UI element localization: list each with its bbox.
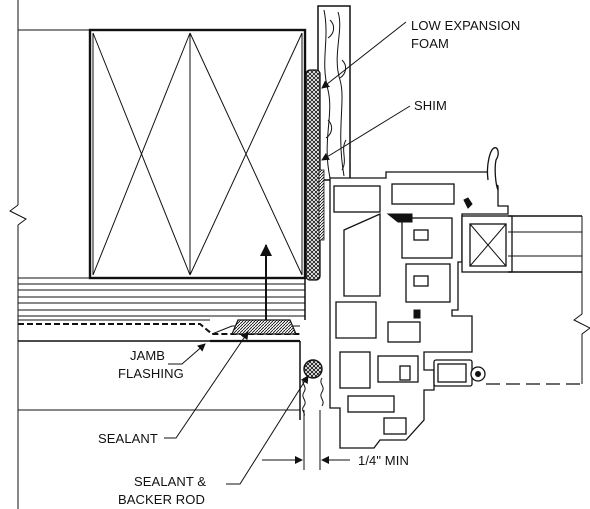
sash-hardware — [433, 359, 582, 387]
label-gap-dimension: 1/4" MIN — [358, 453, 409, 468]
sill-plates — [18, 30, 306, 320]
shim — [318, 169, 325, 241]
leader-shim — [321, 105, 411, 161]
leader-sealant — [164, 331, 249, 439]
fastener-arrow — [260, 244, 272, 325]
label-sealant: SEALANT — [98, 431, 158, 446]
lower-wall — [17, 341, 301, 509]
backer-rod-and-sealant — [302, 359, 324, 417]
glazing-bead — [413, 309, 421, 319]
wood-framing-block — [88, 28, 307, 280]
label-low-expansion-foam-line2: FOAM — [411, 36, 449, 51]
leader-sealant-backer-rod — [226, 375, 309, 485]
label-low-expansion-foam-line1: LOW EXPANSION — [411, 18, 520, 33]
label-jamb-flashing-line2: FLASHING — [118, 366, 184, 381]
glazing-wedge — [386, 213, 413, 223]
wood-buck — [317, 5, 351, 181]
leader-jamb-flashing — [168, 343, 206, 365]
label-shim: SHIM — [414, 98, 447, 113]
low-expansion-foam — [305, 69, 321, 281]
label-sealant-backer-line1: SEALANT & — [134, 474, 206, 489]
label-jamb-flashing-line1: JAMB — [130, 348, 165, 363]
leader-low-expansion-foam — [321, 21, 407, 89]
gap-dimension — [262, 410, 350, 470]
window-frame-profile — [329, 147, 509, 449]
label-sealant-backer-line2: BACKER ROD — [118, 492, 205, 507]
jamb-flashing — [18, 323, 300, 343]
weather-strip — [463, 197, 473, 209]
sealant-bead — [231, 319, 297, 335]
glazing-unit — [461, 215, 590, 384]
